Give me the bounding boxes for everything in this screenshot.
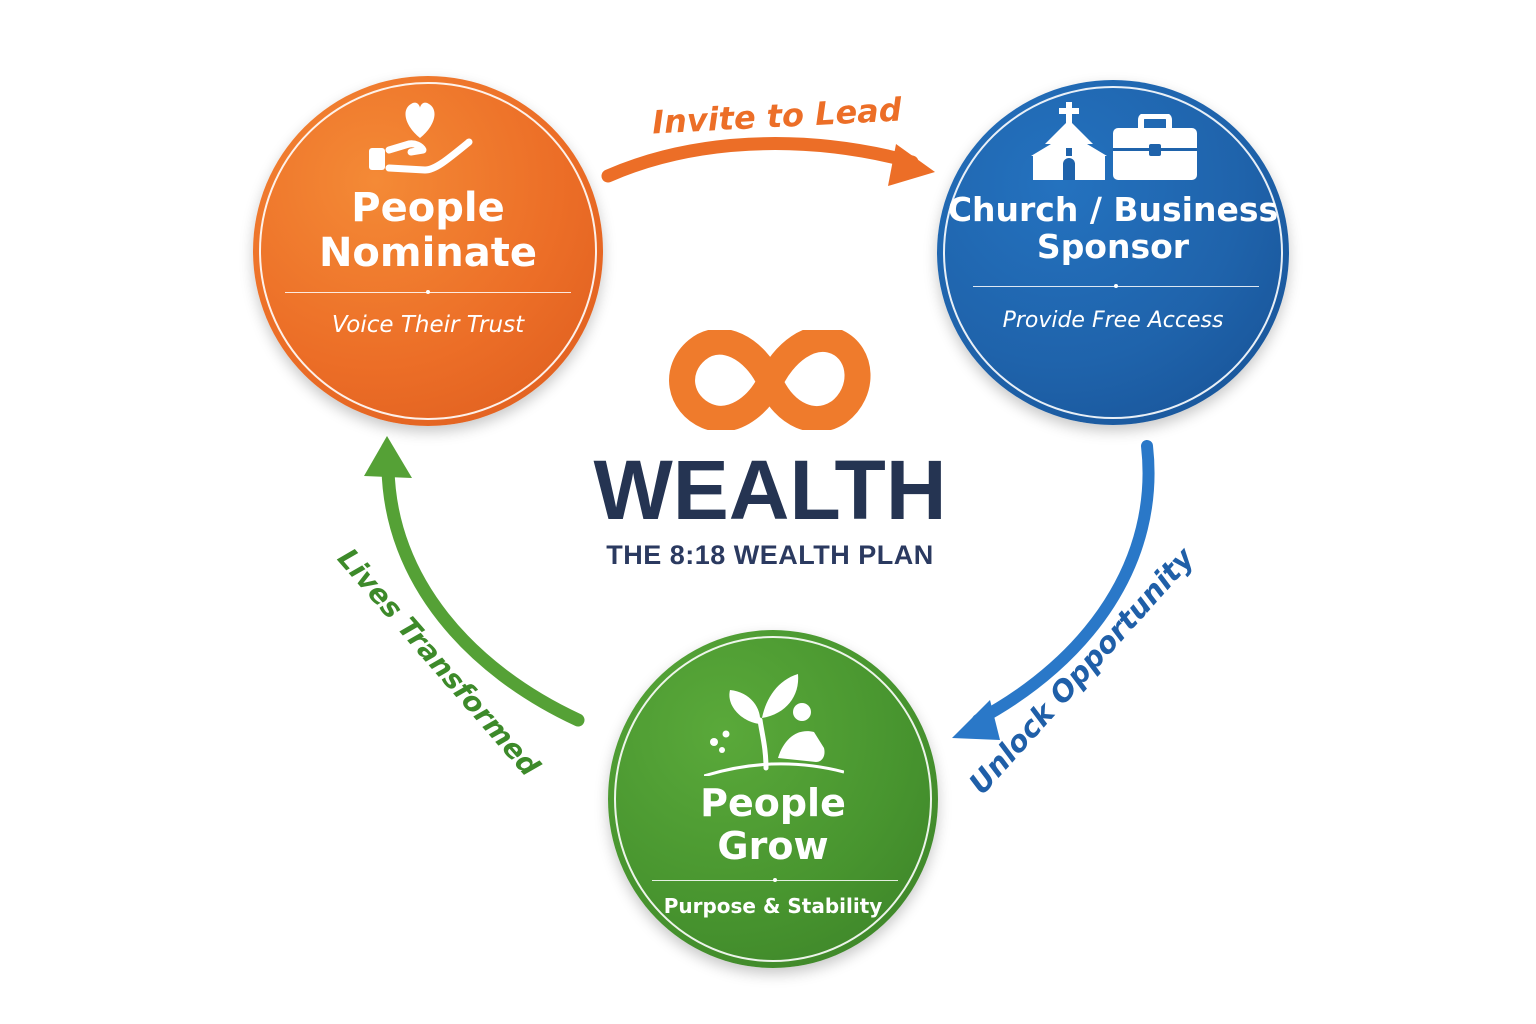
church-icon (1031, 102, 1107, 180)
node-title-line1: Church / Business (947, 190, 1279, 229)
node-title-line2: Nominate (318, 229, 538, 276)
node-subtitle: Purpose & Stability (663, 894, 883, 918)
brand-tagline: THE 8:18 WEALTH PLAN (606, 540, 934, 570)
node-people-grow: People Grow Purpose & Stability (608, 630, 938, 968)
arrow-lives (364, 436, 585, 727)
node-ring (943, 86, 1283, 419)
node-subtitle: Provide Free Access (1002, 308, 1224, 333)
node-subtitle: Voice Their Trust (331, 312, 525, 338)
arrow-invite (601, 137, 935, 186)
node-title: Church / Business Sponsor (937, 190, 1289, 266)
node-divider (285, 290, 571, 294)
node-title-line1: People (351, 185, 505, 231)
sprout-person-icon (704, 674, 844, 776)
briefcase-icon (1113, 114, 1197, 180)
node-ring (259, 82, 597, 420)
node-ring (614, 636, 932, 962)
arrow-unlock (952, 440, 1155, 740)
node-church-business-sponsor: Church / Business Sponsor Provide Free A… (937, 80, 1289, 425)
brand-name: WEALTH (593, 443, 947, 537)
node-people-nominate: People Nominate Voice Their Trust (253, 76, 603, 426)
heart-in-hand-icon (369, 102, 473, 174)
node-divider (652, 878, 898, 882)
node-title: People Nominate (253, 186, 603, 276)
node-divider (973, 284, 1259, 288)
node-title: People Grow (608, 782, 938, 867)
infinity-logo-icon (669, 330, 871, 430)
node-title-line1: People (700, 781, 846, 825)
node-title-line2: Grow (717, 823, 829, 868)
node-title-line2: Sponsor (1036, 226, 1190, 266)
